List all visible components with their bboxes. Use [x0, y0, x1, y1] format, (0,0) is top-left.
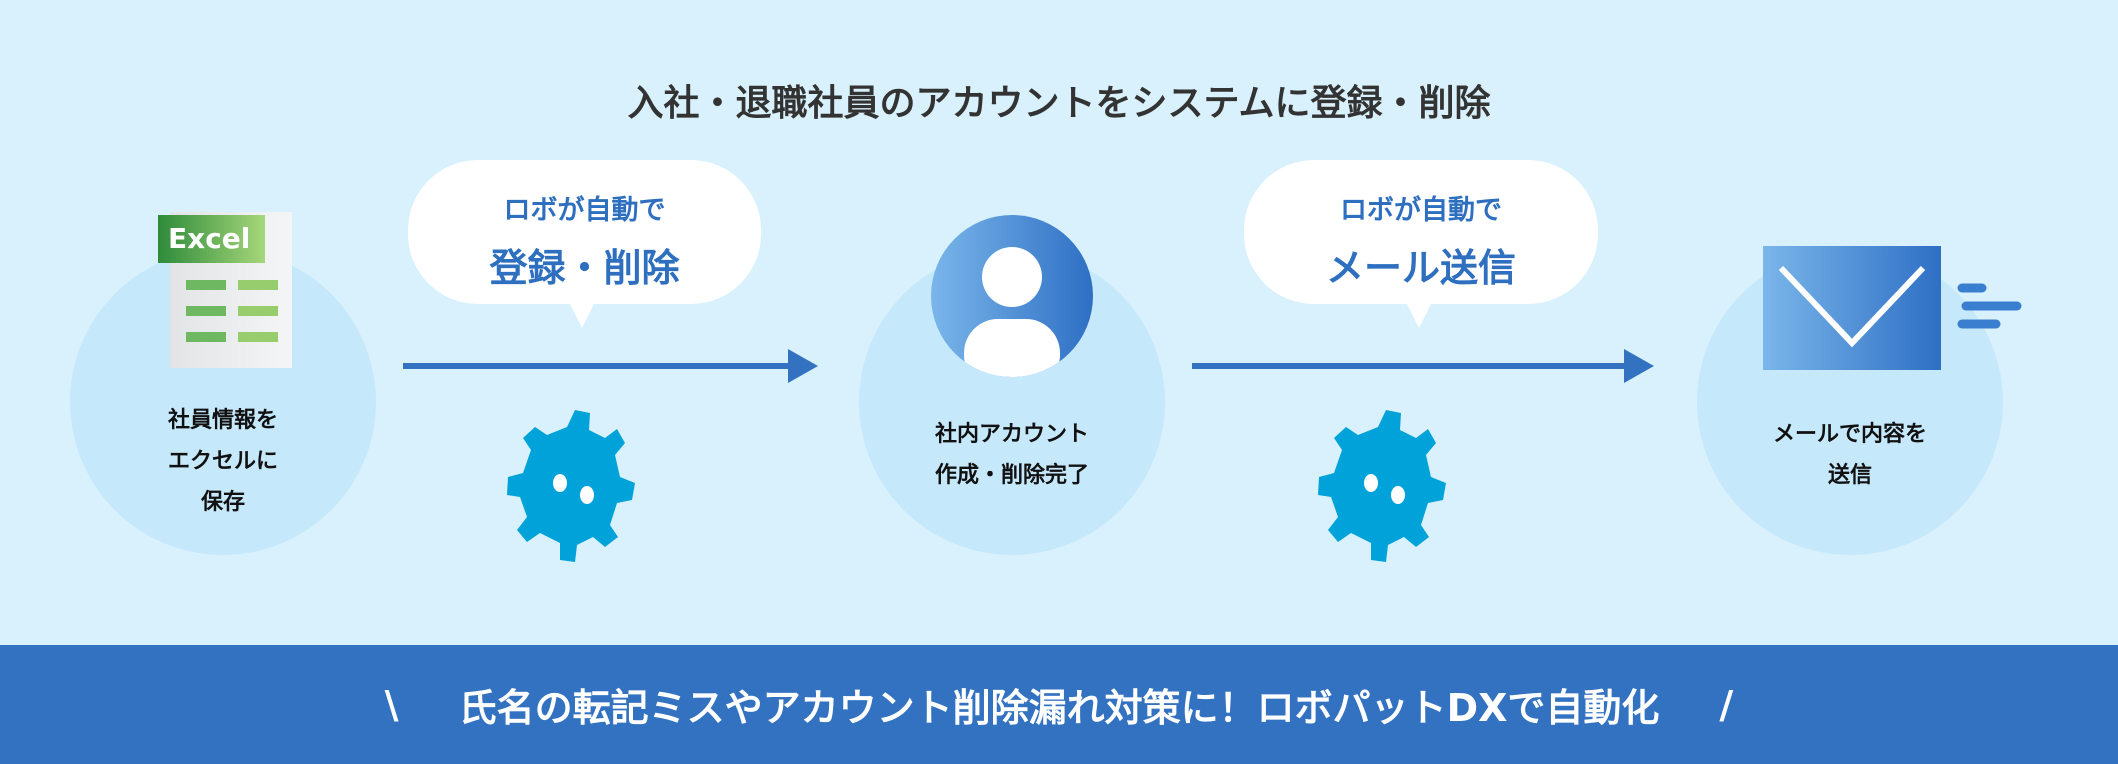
bottom-banner: \ 氏名の転記ミスやアカウント削除漏れ対策に！ロボパットDXで自動化 / — [0, 645, 2118, 764]
arrow-head-icon — [788, 349, 818, 383]
robot-gear-icon — [1318, 410, 1446, 562]
flow-arrow-2 — [1192, 363, 1628, 369]
robot-gear-icon — [507, 410, 635, 562]
excel-icon: Excel — [158, 212, 294, 368]
arrow-head-icon — [1624, 349, 1654, 383]
step-text-mail: メールで内容を送信 — [1772, 422, 1927, 488]
mail-icon — [1763, 246, 2022, 370]
bubble-tail — [1406, 302, 1432, 328]
diagram-title: 入社・退職社員のアカウントをシステムに登録・削除 — [627, 83, 1491, 124]
speech-bubble-mail: ロボが自動で メール送信 — [1244, 160, 1598, 304]
speech-bubble-register: ロボが自動で 登録・削除 — [408, 160, 761, 304]
user-icon — [931, 215, 1093, 377]
flow-arrow-1 — [403, 363, 793, 369]
bubble-tail — [569, 302, 595, 328]
step-text-account: 社内アカウント作成・削除完了 — [934, 422, 1089, 488]
step-text-excel: 社員情報をエクセルに保存 — [167, 408, 278, 515]
banner-text: 氏名の転記ミスやアカウント削除漏れ対策に！ロボパットDXで自動化 — [458, 686, 1660, 730]
